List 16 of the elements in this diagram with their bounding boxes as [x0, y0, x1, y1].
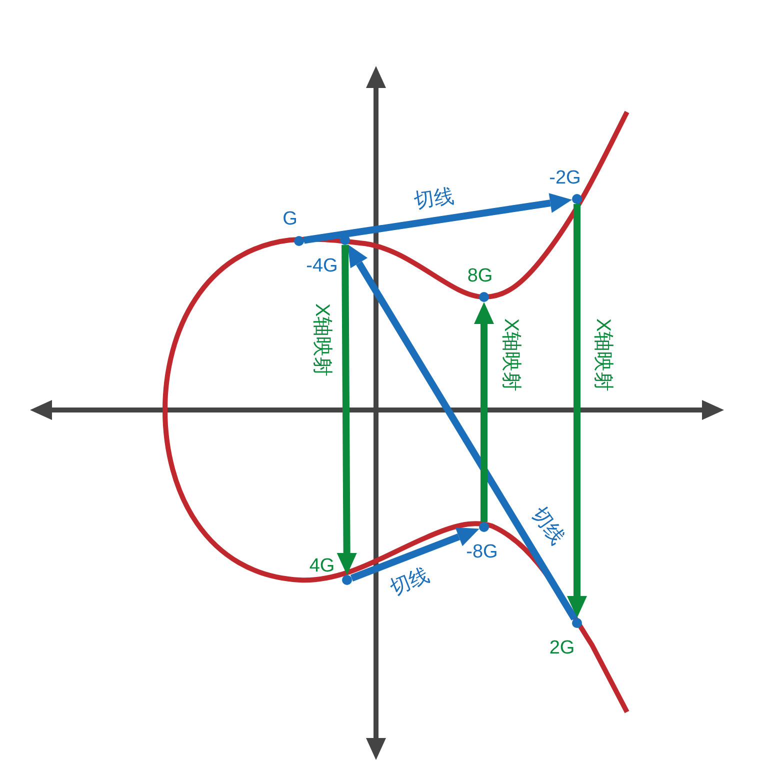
- edge-label: X轴映射: [593, 316, 613, 394]
- point-label: 2G: [549, 638, 575, 658]
- arrow: [567, 204, 587, 618]
- edge-label: X轴映射: [312, 301, 332, 379]
- point-label: 4G: [309, 556, 335, 576]
- arrow: [348, 244, 578, 621]
- arrow: [474, 302, 494, 522]
- arrow: [303, 193, 572, 244]
- edge-label: X轴映射: [501, 316, 521, 394]
- point-label: -2G: [549, 168, 581, 188]
- arrow: [350, 527, 480, 582]
- point-label: G: [282, 210, 298, 228]
- point-label: 8G: [467, 266, 493, 286]
- point-label: -8G: [466, 542, 498, 562]
- arrow: [336, 244, 357, 575]
- point-label: -4G: [306, 256, 338, 276]
